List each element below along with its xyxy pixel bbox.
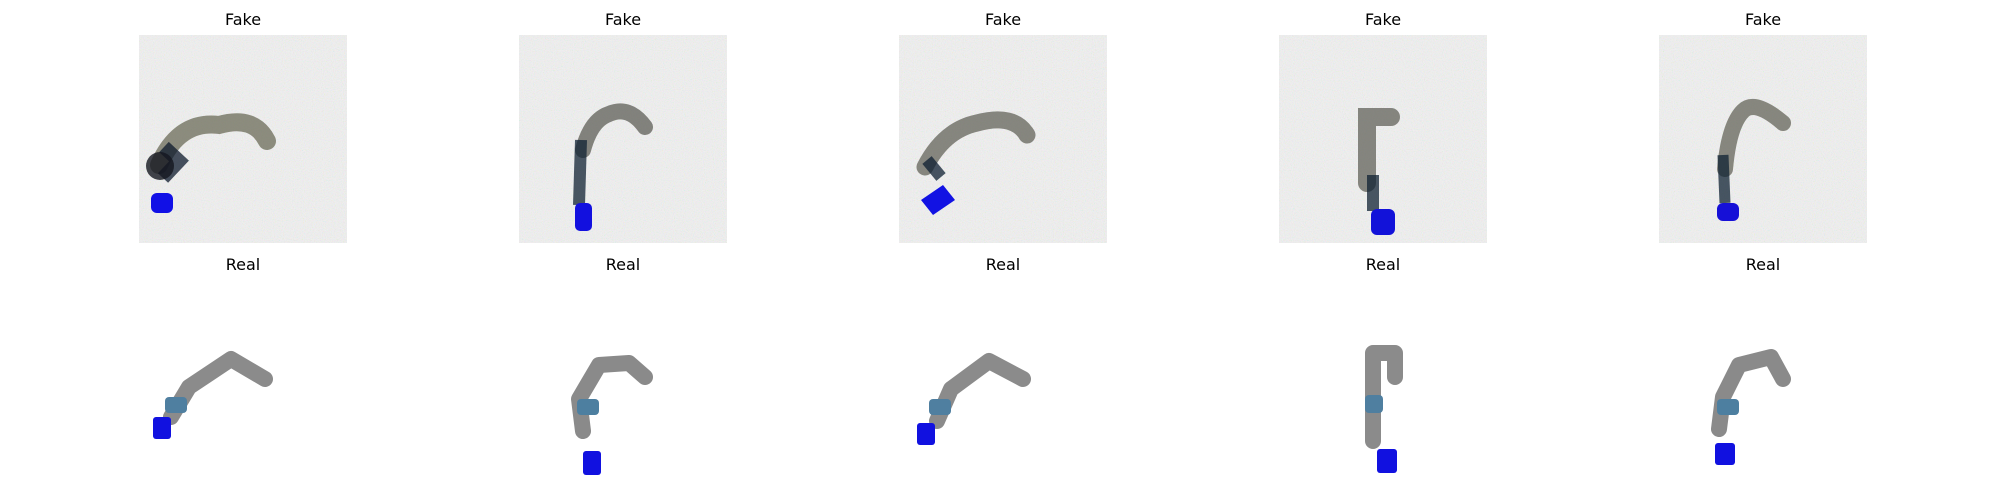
real-title-3: Real	[985, 255, 1021, 274]
fake-image-5	[1659, 35, 1867, 243]
real-title-1: Real	[225, 255, 261, 274]
fake-title-3: Fake	[984, 10, 1022, 29]
real-title-2: Real	[605, 255, 641, 274]
fake-title-4: Fake	[1364, 10, 1402, 29]
real-image-1	[139, 281, 347, 489]
fake-title-2: Fake	[604, 10, 642, 29]
real-image-2	[519, 281, 727, 489]
fake-image-1	[139, 35, 347, 243]
fake-image-4	[1279, 35, 1487, 243]
real-image-5	[1659, 281, 1867, 489]
fake-image-3	[899, 35, 1107, 243]
real-title-5: Real	[1745, 255, 1781, 274]
real-image-4	[1279, 281, 1487, 489]
real-image-3	[899, 281, 1107, 489]
fake-title-1: Fake	[224, 10, 262, 29]
real-title-4: Real	[1365, 255, 1401, 274]
fake-title-5: Fake	[1744, 10, 1782, 29]
fake-image-2	[519, 35, 727, 243]
